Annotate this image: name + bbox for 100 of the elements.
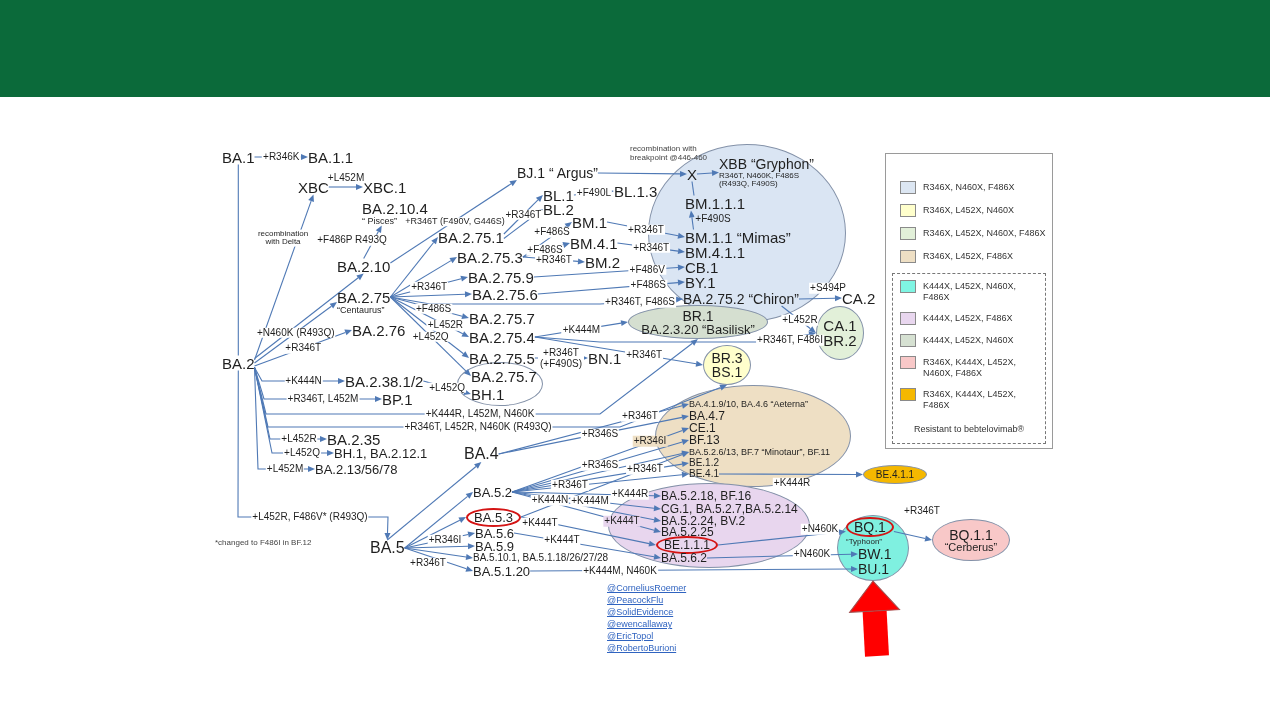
- link: @PeacockFlu: [607, 595, 664, 606]
- edge-label: +R346T: [627, 224, 665, 235]
- variant-note: BR.2: [823, 333, 857, 348]
- variant-label: BA.2.75.7: [469, 310, 535, 326]
- link: @EricTopol: [607, 631, 654, 642]
- variant-label: XBC.1: [363, 179, 407, 195]
- variant-label: BE.1.2: [689, 458, 720, 468]
- variant-label: BA.4.7: [689, 410, 726, 422]
- variant-label: BM.4.1: [570, 235, 618, 251]
- variant-label: BH.1, BA.2.12.1: [334, 446, 428, 460]
- edge-label: +R346T, L452R, N460K (R493Q): [403, 421, 553, 433]
- variant-label: BA.2.10.4: [362, 200, 428, 216]
- edge-label: +R346T: [625, 349, 664, 361]
- variant-label: BA.2.75.3: [457, 249, 523, 265]
- variant-label: CE.1: [689, 422, 716, 434]
- variant-label: BA.5.6: [475, 526, 515, 540]
- edge-label: +R346S: [580, 459, 620, 471]
- edge-label: +R346T (F490V, G446S): [404, 217, 506, 227]
- variant-label: BN.1: [588, 350, 622, 366]
- variant-label: BA.2.76: [352, 322, 406, 338]
- variant-label: BL.1: [543, 187, 574, 203]
- variant-label: BP.1: [382, 391, 413, 407]
- variant-label: BA.1.1: [308, 149, 354, 165]
- legend-text: K444X, L452X, N460X: [923, 335, 1014, 346]
- variant-label: BA.5: [370, 540, 405, 556]
- legend-text: R346X, L452X, N460X, F486X: [923, 228, 1046, 239]
- edge-label: +L452Q: [411, 331, 450, 342]
- link: @CorneliusRoemer: [607, 583, 687, 594]
- variant-label: BA.2.75.2 “Chiron”: [683, 292, 799, 306]
- edge-label: +L452R: [426, 319, 465, 331]
- arrow: [798, 295, 842, 302]
- variant-label: BA.2.38.1/2: [345, 373, 424, 389]
- edge-label: +R346T, F486I: [756, 334, 824, 346]
- edge-label: +K444M: [561, 324, 602, 335]
- arrow: [389, 291, 472, 298]
- variant-label: BM.2: [585, 254, 620, 270]
- variant-label: BA.5.6.2: [661, 552, 708, 564]
- edge-label: +N460K (R493Q): [256, 327, 336, 338]
- edge-label: +K444R, L452M, N460K: [424, 408, 536, 420]
- variant-label: BM.4.1.1: [685, 244, 746, 260]
- link: @RobertoBurioni: [607, 643, 677, 654]
- arrow: [389, 237, 438, 298]
- arrow: [404, 543, 475, 550]
- variant-label: BA.2.75.5: [469, 350, 535, 366]
- edge-label: +L452R: [781, 314, 819, 326]
- edge-label: +F486S: [533, 226, 571, 238]
- legend-text: R346X, N460X, F486X: [923, 182, 1015, 193]
- connector-line: [691, 180, 695, 197]
- edge-label: +L452M: [265, 463, 305, 475]
- edge-label: +K444M: [570, 495, 610, 507]
- variant-label: BA.5.2.6/13, BF.7 “Minotaur”, BF.11: [689, 447, 830, 457]
- variant-label: BA.1: [222, 149, 255, 165]
- edge-label: +F490S: [694, 213, 732, 225]
- edge-label: +R346K: [262, 151, 301, 163]
- link: @ewencallaway: [607, 619, 673, 630]
- arrow: [404, 517, 467, 549]
- variant-label: BA.2: [222, 355, 255, 371]
- variant-label: BA.2.75.4: [469, 329, 535, 345]
- edge-label: +K444N: [284, 375, 323, 387]
- arrow: [253, 273, 364, 360]
- edge-label: +R346T: [903, 505, 941, 517]
- variant-label: BR.3: [711, 351, 743, 365]
- variant-label: BA.2.75.9: [468, 269, 534, 285]
- edge-label: +K444T: [603, 515, 641, 527]
- arrow: [389, 296, 471, 376]
- edge-label: +R346T: [621, 410, 659, 422]
- variant-label: BA.2.10: [337, 258, 391, 274]
- variant-note: BS.1: [711, 365, 743, 379]
- circled-variant-label: BA.5.3: [466, 507, 522, 527]
- edge-label: +R346T: [632, 242, 671, 253]
- legend-text: K444X, L452X, N460X, F486X: [923, 281, 1018, 303]
- variant-note: “Typhoon”: [846, 538, 883, 546]
- arrow: [718, 471, 863, 478]
- edge-label: +L452Q: [428, 382, 467, 393]
- link: @SolidEvidence: [607, 607, 674, 618]
- edge-label: +S494P: [809, 282, 847, 294]
- edge-label: +R346S: [580, 428, 620, 440]
- variant-label: BM.1.1 “Mimas”: [685, 229, 791, 245]
- arrow: [597, 170, 687, 177]
- legend-text: K444X, L452X, F486X: [923, 313, 1013, 324]
- arrow: [386, 462, 482, 541]
- variant-label: BE.4.1: [689, 469, 720, 479]
- edge-label: +L452M: [326, 172, 366, 184]
- circled-variant-label: BQ.1: [846, 517, 894, 537]
- edge-label: +R346T: [410, 281, 449, 293]
- variant-label: BA.2.75.6: [472, 286, 538, 302]
- note-text: *changed to F486I in BF.12: [215, 538, 313, 547]
- variant-label: CG.1, BA.5.2.7,BA.5.2.14: [661, 503, 798, 515]
- variant-label: BA.5.2.24, BV.2: [661, 515, 746, 527]
- variant-label: XBC: [298, 179, 329, 195]
- variant-label: BM.1: [572, 214, 607, 230]
- edge-label: +K444T: [521, 517, 559, 529]
- variant-note: “ Pisces”: [362, 216, 397, 226]
- variant-label: BA.4: [464, 446, 499, 462]
- edge-label: +R346T, L452M: [286, 393, 360, 405]
- variant-label: XBB “Gryphon”: [719, 157, 814, 171]
- block-arrow: [849, 580, 901, 657]
- variant-label: BA.2.13/56/78: [315, 462, 398, 476]
- edge-label: +L452R: [280, 433, 318, 445]
- variant-label: BA.5.2: [473, 485, 513, 499]
